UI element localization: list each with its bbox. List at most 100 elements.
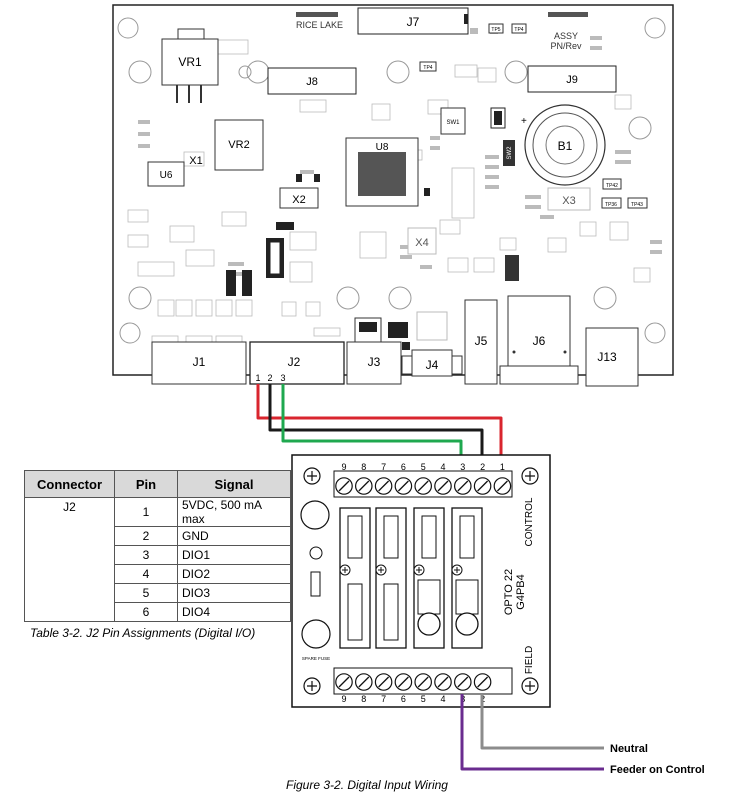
terminal-number-label: 9 [341,694,346,704]
model-line1-label: OPTO 22 [503,569,515,615]
model-line2-label: G4PB4 [515,574,527,609]
opto22-module: 9 8 7 6 5 4 3 2 1 9 8 7 6 5 4 3 2 SPARE FUSE OPTO 22 G4… [291,454,551,708]
relay-module [451,507,483,649]
pin-cell: 4 [114,564,178,584]
connector-j8-label: J8 [306,76,318,88]
chip-u6-label: U6 [160,170,173,181]
relay-module [375,507,407,649]
silkscreen-parts [127,39,651,345]
silkscreen-dots [138,28,662,276]
terminal-number-label: 9 [341,462,346,472]
regulator-vr1-label: VR1 [178,55,202,69]
battery-plus-icon: + [521,116,527,127]
terminal-number-label: 5 [421,462,426,472]
table-header-row: Connector Pin Signal [24,470,291,498]
wire-pin2 [268,384,484,470]
control-label: CONTROL [524,497,535,546]
connector-j13-label: J13 [597,350,617,364]
test-point-label: TP5 [491,27,500,33]
pin-cell: 5 [114,583,178,603]
relay-module [413,507,445,649]
j2-pin-1-label: 1 [255,373,260,383]
table-caption: Table 3-2. J2 Pin Assignments (Digital I… [30,626,256,640]
terminal-number-label: 2 [480,462,485,472]
switch-sw2-label: SW2 [507,146,513,160]
terminal-number-label: 3 [460,462,465,472]
regulator-vr1: VR1 [161,28,219,103]
test-points: TP5 TP4 TP4 TP42 TP36 TP43 [419,23,648,209]
spare-fuse-label: SPARE FUSE [302,656,330,661]
processor-u8-label: U8 [376,142,389,153]
battery-b1-label: B1 [558,139,573,153]
signal-cell: DIO1 [177,545,291,565]
wire-feeder [460,694,604,771]
terminal-number-label: 4 [440,462,445,472]
header-connector: Connector [24,470,115,498]
corner-screws [303,467,539,695]
crystal-x4-label: X4 [415,237,428,249]
terminal-number-label: 7 [381,462,386,472]
wire-pin1 [256,384,503,470]
brand-label: RICE LAKE [296,20,343,30]
connector-j9-label: J9 [566,74,578,86]
table-row: 3 DIO1 [25,545,291,565]
pin-cell: 1 [114,497,178,527]
relay-modules [339,507,483,649]
connector-j1-label: J1 [193,355,206,369]
test-point-label: TP43 [631,202,643,208]
connector-j6-label: J6 [533,334,546,348]
j2-pin-2-label: 2 [267,373,272,383]
terminal-number-label: 6 [401,462,406,472]
pin-cell: 2 [114,526,178,546]
terminal-number-label: 8 [361,462,366,472]
connector-j3-label: J3 [368,355,381,369]
regulator-vr2: VR2 [214,119,264,171]
figure-caption: Figure 3-2. Digital Input Wiring [286,778,448,792]
signal-cell: DIO4 [177,602,291,622]
crystal-x1-label: X1 [189,155,202,167]
feeder-on-control-label: Feeder on Control [610,764,705,776]
test-point-label: TP4 [423,65,432,71]
relay-module [339,507,371,649]
test-point-label: TP36 [605,202,617,208]
connector-j2-label: J2 [288,355,301,369]
connector-cell: J2 [24,497,115,622]
header-pin: Pin [114,470,178,498]
crystal-x2-label: X2 [292,194,305,206]
pin-cell: 6 [114,602,178,622]
terminal-number-label: 8 [361,694,366,704]
j2-pin-3-label: 3 [280,373,285,383]
terminal-number-label: 1 [500,462,505,472]
connector-j5-label: J5 [475,334,488,348]
test-point-label: TP4 [514,27,523,33]
neutral-label: Neutral [610,743,648,755]
connector-j7-label: J7 [407,15,420,29]
header-signal: Signal [177,470,291,498]
test-point-label: TP42 [606,183,618,189]
top-terminal-screws: 9 8 7 6 5 4 3 2 1 [335,462,512,495]
regulator-vr2-label: VR2 [228,139,249,151]
signal-cell: DIO3 [177,583,291,603]
signal-cell: GND [177,526,291,546]
crystal-x3-label: X3 [562,195,575,207]
battery-b1: B1 + [521,104,606,186]
controller-board: RICE LAKE J7 ASSY PN/Rev VR1 VR2 X1 U6 J… [112,4,674,387]
switch-sw1-label: SW1 [446,120,460,126]
processor-u8: U8 [345,137,419,207]
terminal-number-label: 4 [440,694,445,704]
signal-cell: 5VDC, 500 mA max [177,497,291,527]
terminal-number-label: 5 [421,694,426,704]
terminal-number-label: 6 [401,694,406,704]
table-row: 6 DIO4 [25,602,291,622]
connector-j4-label: J4 [426,358,439,372]
assy-label: ASSY [554,31,578,41]
table-row: J2 1 5VDC, 500 mA max [24,497,291,622]
field-wires [460,694,604,771]
signal-cell: DIO2 [177,564,291,584]
mounting-holes [117,17,666,344]
field-label: FIELD [524,646,535,674]
terminal-number-label: 7 [381,694,386,704]
pn-rev-label: PN/Rev [550,41,582,51]
